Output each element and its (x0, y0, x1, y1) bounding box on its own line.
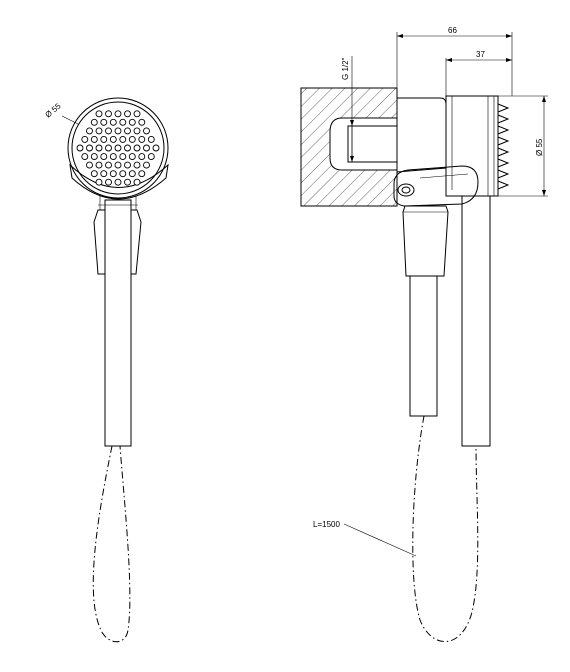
nozzle (90, 153, 98, 161)
hose-segment (409, 275, 438, 417)
nozzle (76, 144, 84, 152)
nozzle (114, 127, 122, 135)
nozzle (133, 144, 141, 152)
handle-tube-side (461, 195, 491, 447)
dimensions: 66 37 Ø 55 G 1/2" (341, 26, 548, 197)
nozzle (114, 110, 122, 118)
nozzle (124, 144, 131, 152)
nozzle (95, 110, 103, 118)
nozzle (128, 135, 136, 143)
nozzle (143, 144, 150, 152)
front-wall-bracket (93, 209, 106, 275)
nozzle (95, 161, 103, 169)
shower-head-side (445, 95, 499, 197)
nozzle-tooth (497, 136, 510, 146)
nozzle (109, 135, 117, 143)
nozzle (90, 118, 98, 126)
nozzle (124, 127, 131, 135)
nozzle (100, 170, 108, 178)
nozzle (147, 135, 155, 143)
nozzle (133, 161, 141, 169)
front-handle-tube (104, 199, 132, 447)
nozzle (86, 144, 93, 152)
nozzle (90, 135, 98, 143)
nozzle (95, 178, 103, 186)
nozzle (152, 144, 160, 152)
nozzle (114, 178, 122, 186)
nozzle (138, 118, 146, 126)
nozzle (143, 161, 150, 169)
front-view: Ø 55 (44, 97, 169, 643)
front-nozzle-pattern (76, 110, 160, 186)
nozzle (100, 153, 108, 161)
nozzle (109, 118, 117, 126)
nozzle-tooth (497, 169, 510, 179)
nozzle (109, 153, 117, 161)
front-diameter-label: Ø 55 (44, 101, 63, 119)
front-hose-loop (92, 445, 131, 643)
nozzle (90, 170, 98, 178)
nozzle-tooth (497, 125, 510, 135)
nozzle-tooth (497, 103, 510, 113)
nozzle (133, 110, 141, 118)
dim-width-head: 37 (476, 50, 485, 59)
nozzle (124, 178, 131, 186)
nozzle (105, 110, 112, 118)
nozzle (138, 170, 146, 178)
hose-length-label: L=1500 (313, 520, 340, 529)
nozzle-tooth (497, 147, 510, 157)
nozzle (119, 135, 127, 143)
nozzle-tooth (497, 158, 510, 168)
side-hose-loop (412, 415, 479, 643)
nozzle (114, 161, 122, 169)
nozzle (109, 170, 117, 178)
nozzle (133, 127, 141, 135)
nozzle (100, 135, 108, 143)
nozzle (105, 144, 112, 152)
dim-head-diameter: Ø 55 (535, 138, 544, 156)
nozzle (86, 127, 93, 135)
front-shower-head (67, 97, 169, 199)
dim-thread: G 1/2" (341, 57, 350, 80)
holder-body (396, 97, 447, 173)
nozzle (124, 110, 131, 118)
nozzle (81, 153, 89, 161)
nozzle (105, 161, 112, 169)
hose-cone (402, 205, 449, 277)
nozzle (119, 153, 127, 161)
nozzle (114, 144, 122, 152)
nozzle (133, 178, 141, 186)
nozzle (119, 118, 127, 126)
swivel-connector (393, 165, 479, 207)
nozzle (138, 135, 146, 143)
head-nozzle-teeth (497, 103, 510, 190)
nozzle (128, 153, 136, 161)
nozzle (105, 127, 112, 135)
nozzle (128, 118, 136, 126)
dim-width-total: 66 (448, 26, 457, 35)
nozzle-tooth (497, 114, 510, 124)
nozzle-tooth (497, 180, 510, 190)
nozzle (105, 178, 112, 186)
side-view: L=1500 (300, 87, 510, 643)
nozzle (138, 153, 146, 161)
nozzle (124, 161, 131, 169)
nozzle (86, 161, 93, 169)
nozzle (119, 170, 127, 178)
nozzle (81, 135, 89, 143)
nozzle (100, 118, 108, 126)
thread-pocket (329, 117, 398, 171)
nozzle (147, 153, 155, 161)
nozzle (128, 170, 136, 178)
nozzle (143, 127, 150, 135)
nozzle (95, 127, 103, 135)
nozzle (95, 144, 103, 152)
